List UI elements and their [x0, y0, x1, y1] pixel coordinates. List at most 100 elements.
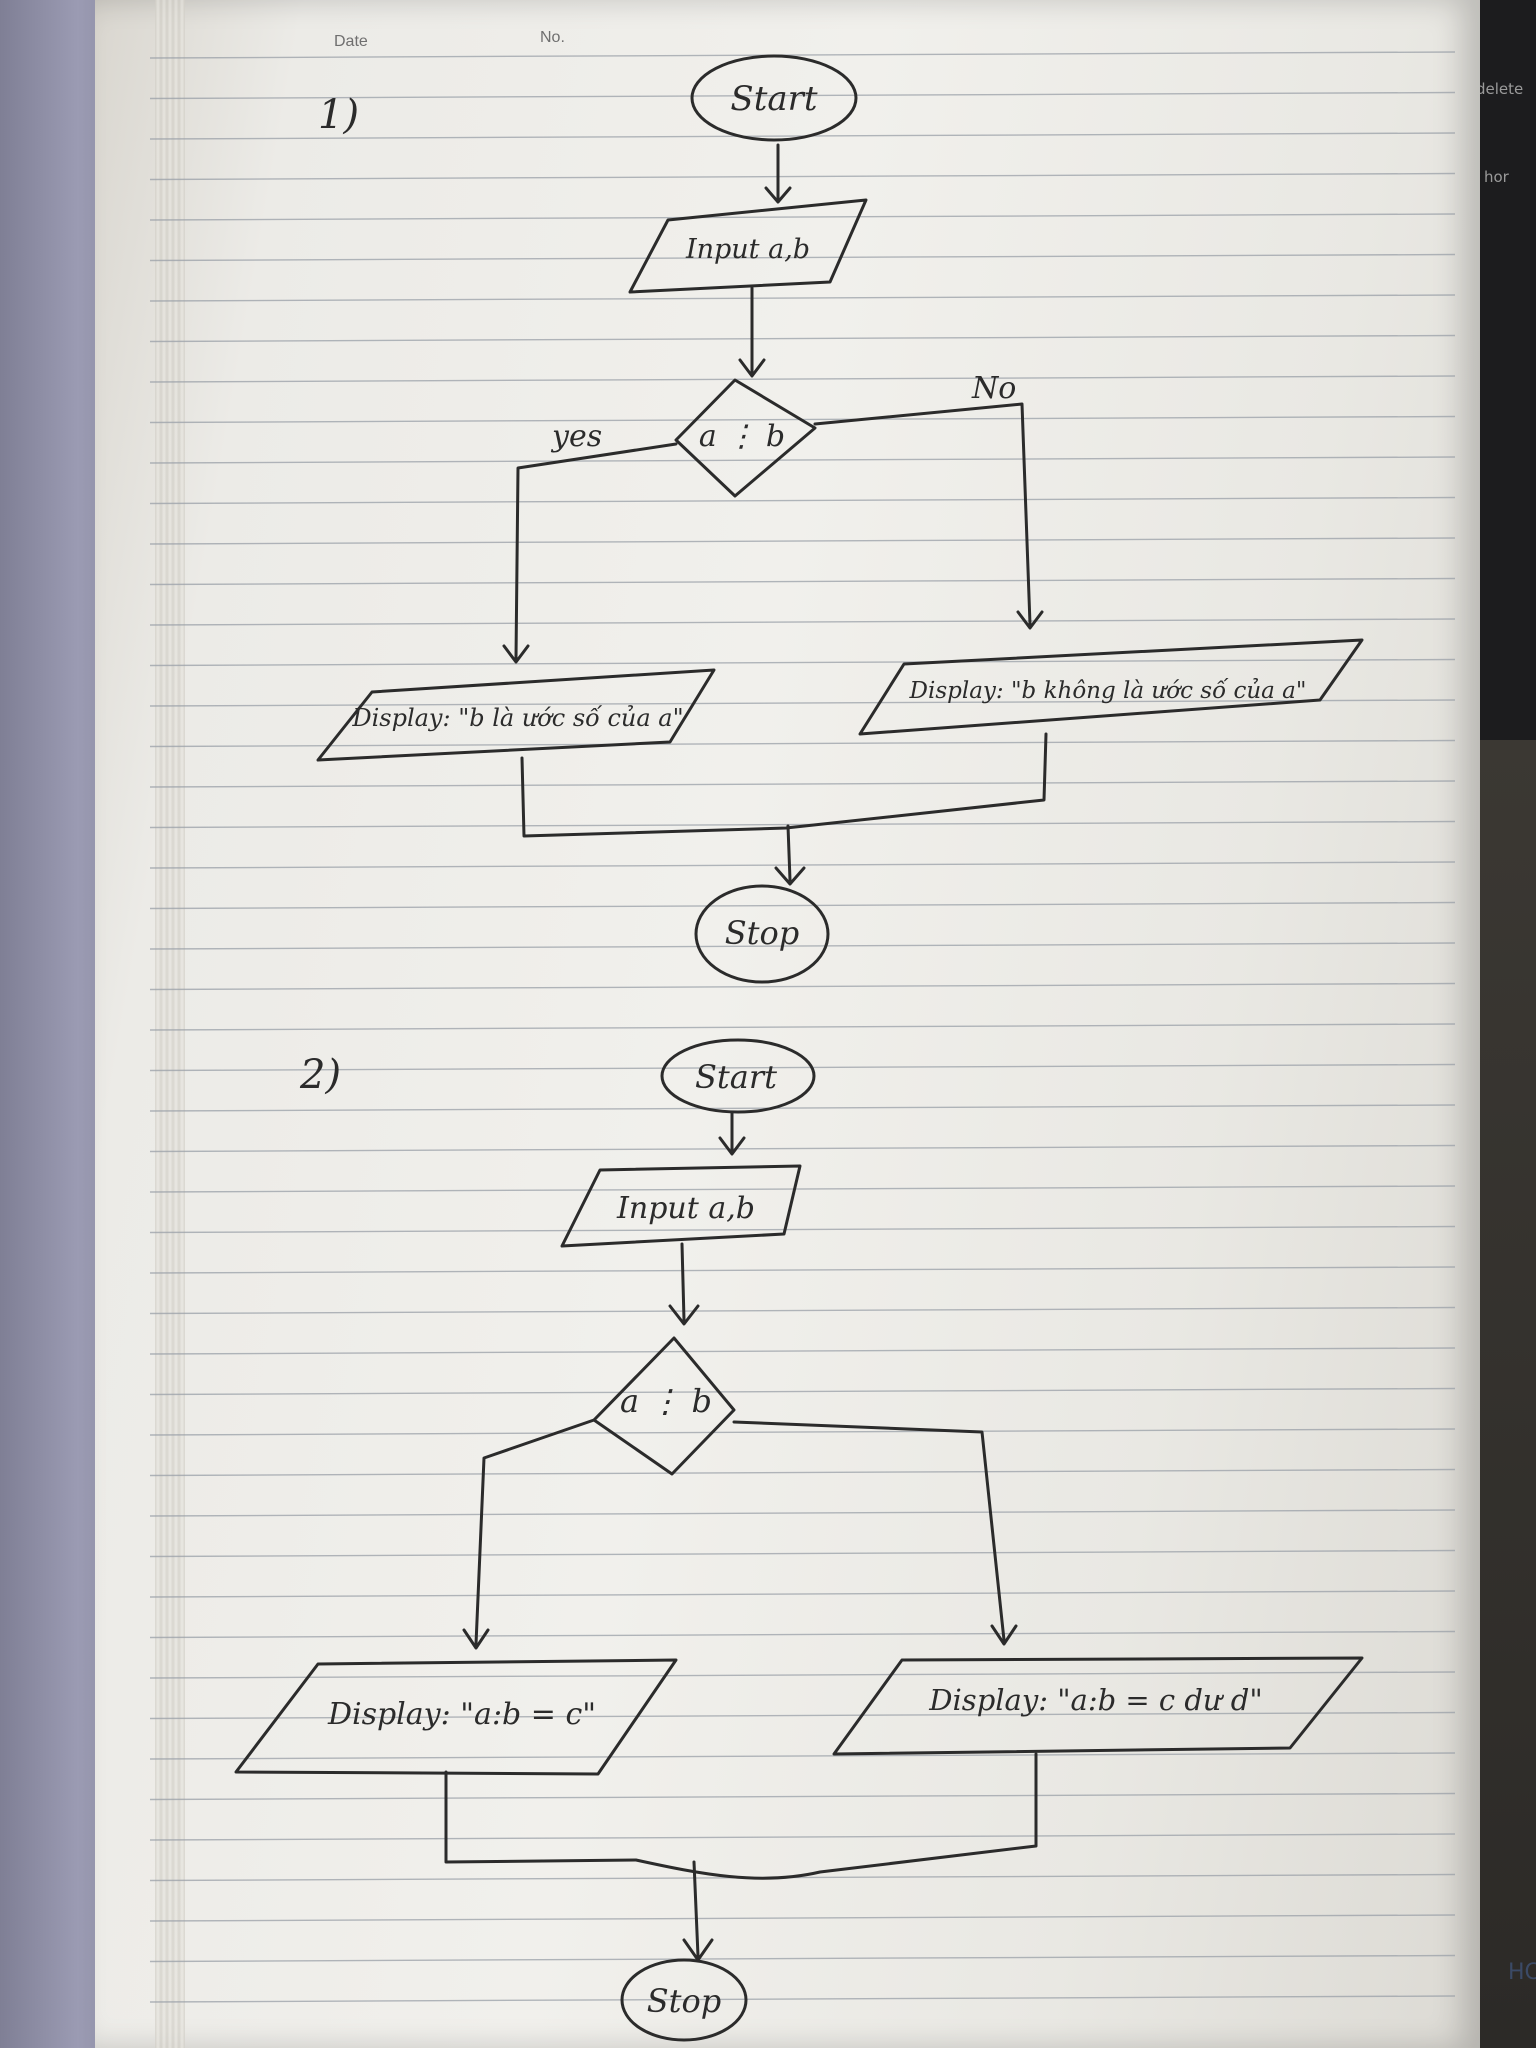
ruled-line: [149, 1185, 1456, 1193]
diagram-2-number: 2): [299, 1052, 341, 1098]
ruled-line: [149, 334, 1456, 343]
no-label: No.: [540, 29, 565, 46]
ruled-line: [149, 172, 1456, 181]
ruled-line: [149, 1671, 1456, 1679]
arrow-input-decision-2: [680, 1242, 686, 1322]
decision-diamond-2: [592, 1336, 736, 1476]
ruled-line: [149, 213, 1456, 221]
ruled-line: [149, 1023, 1456, 1031]
ruled-lines: [149, 51, 1456, 2003]
ruled-line: [149, 780, 1456, 788]
start-terminal-2: [660, 1038, 816, 1114]
right-branch-line-2: [732, 1420, 1006, 1642]
ruled-line: [149, 1306, 1456, 1315]
stop-terminal-2: [620, 1958, 748, 2042]
arrowhead-2a: [718, 1136, 746, 1156]
start-label-2: Start: [695, 1058, 777, 1096]
ruled-line: [149, 1711, 1456, 1720]
ruled-line: [149, 91, 1456, 100]
input-label-2: Input a,b: [616, 1191, 755, 1226]
stop-label-1: Stop: [725, 914, 800, 952]
ruled-line: [149, 1549, 1456, 1558]
decision-label-2: a ⋮ b: [620, 1382, 712, 1420]
display-left-parallelogram-2: [234, 1658, 678, 1776]
ruled-line: [149, 1954, 1456, 1963]
ruled-line: [149, 1144, 1456, 1153]
ruled-line: [149, 1630, 1456, 1639]
ruled-line: [149, 1428, 1456, 1436]
stop-label-2: Stop: [647, 1982, 722, 2020]
notebook-page: [95, 0, 1480, 2048]
stop-terminal-1: [694, 884, 830, 984]
display-no-label-1: Display: "b không là ước số của a": [909, 678, 1307, 704]
ruled-line: [149, 1225, 1456, 1234]
flowchart-1: 1) Start Input a,b a ⋮ b yes No Display:…: [316, 54, 1364, 984]
start-terminal-1: [690, 54, 858, 142]
ruled-line: [149, 1063, 1456, 1072]
ruled-line: [149, 618, 1456, 626]
no-branch-line-1: [813, 402, 1032, 626]
ruled-line: [149, 1387, 1456, 1396]
ruled-line: [149, 375, 1456, 383]
left-branch-line-2: [474, 1418, 596, 1646]
ruled-line: [149, 699, 1456, 707]
ruled-line: [149, 1752, 1456, 1760]
start-label-1: Start: [730, 79, 817, 119]
arrow-merge-stop-1: [786, 824, 792, 882]
ruled-line: [149, 537, 1456, 545]
ruled-line: [149, 577, 1456, 586]
ruled-line: [149, 982, 1456, 991]
no-label-1: No: [971, 371, 1016, 406]
display-left-label-2: Display: "a:b = c": [327, 1697, 596, 1732]
ruled-line: [149, 456, 1456, 464]
ruled-line: [149, 1509, 1456, 1517]
ruled-line: [149, 1590, 1456, 1598]
arrowhead-1c: [502, 644, 530, 664]
arrowhead-2b: [668, 1304, 700, 1326]
yes-label-1: yes: [550, 419, 602, 454]
ruled-line: [149, 1792, 1456, 1801]
ruled-line: [149, 51, 1456, 59]
key-delete: delete: [1476, 80, 1524, 98]
ruled-line: [149, 294, 1456, 302]
ruled-line: [149, 901, 1456, 910]
ruled-line: [149, 253, 1456, 262]
merge-line-1: [520, 732, 1048, 838]
ruled-line: [149, 1266, 1456, 1274]
ruled-line: [149, 739, 1456, 748]
arrowhead-1a: [764, 186, 792, 204]
display-no-parallelogram-1: [858, 638, 1364, 736]
display-yes-label-1: Display: "b là ước số của a": [351, 704, 683, 732]
ruled-line: [149, 942, 1456, 950]
display-right-label-2: Display: "a:b = c dư d": [928, 1683, 1262, 1717]
key-hc: HC: [1508, 1960, 1536, 1985]
display-yes-parallelogram-1: [316, 668, 716, 762]
decision-diamond-1: [674, 378, 817, 498]
ruled-line: [149, 1833, 1456, 1841]
ruled-line: [149, 496, 1456, 505]
ruled-line: [149, 820, 1456, 829]
display-right-parallelogram-2: [832, 1656, 1364, 1756]
ruled-line: [149, 1104, 1456, 1112]
arrow-merge-stop-2: [692, 1860, 700, 1958]
diagram-1-number: 1): [318, 92, 359, 138]
input-parallelogram-2: [560, 1164, 802, 1248]
merge-line-2: [444, 1752, 1038, 1880]
arrowhead-1e: [774, 866, 806, 886]
arrowhead-2c: [462, 1628, 490, 1650]
decision-label-1: a ⋮ b: [699, 419, 785, 454]
ruled-line: [149, 658, 1456, 667]
ruled-line: [149, 1468, 1456, 1477]
ruled-line: [149, 1995, 1456, 2003]
ruled-line: [149, 861, 1456, 869]
ruled-line: [149, 1914, 1456, 1922]
arrowhead-1b: [738, 358, 766, 378]
arrowhead-1d: [1016, 610, 1044, 630]
ruled-line: [149, 1873, 1456, 1882]
yes-branch-line-1: [514, 442, 678, 660]
key-hor: hor: [1484, 168, 1509, 186]
flowchart-2: 2) Start Input a,b a ⋮ b Display: "a:b =…: [234, 1038, 1364, 2042]
arrowhead-2d: [990, 1624, 1018, 1646]
ruled-line: [149, 1347, 1456, 1355]
